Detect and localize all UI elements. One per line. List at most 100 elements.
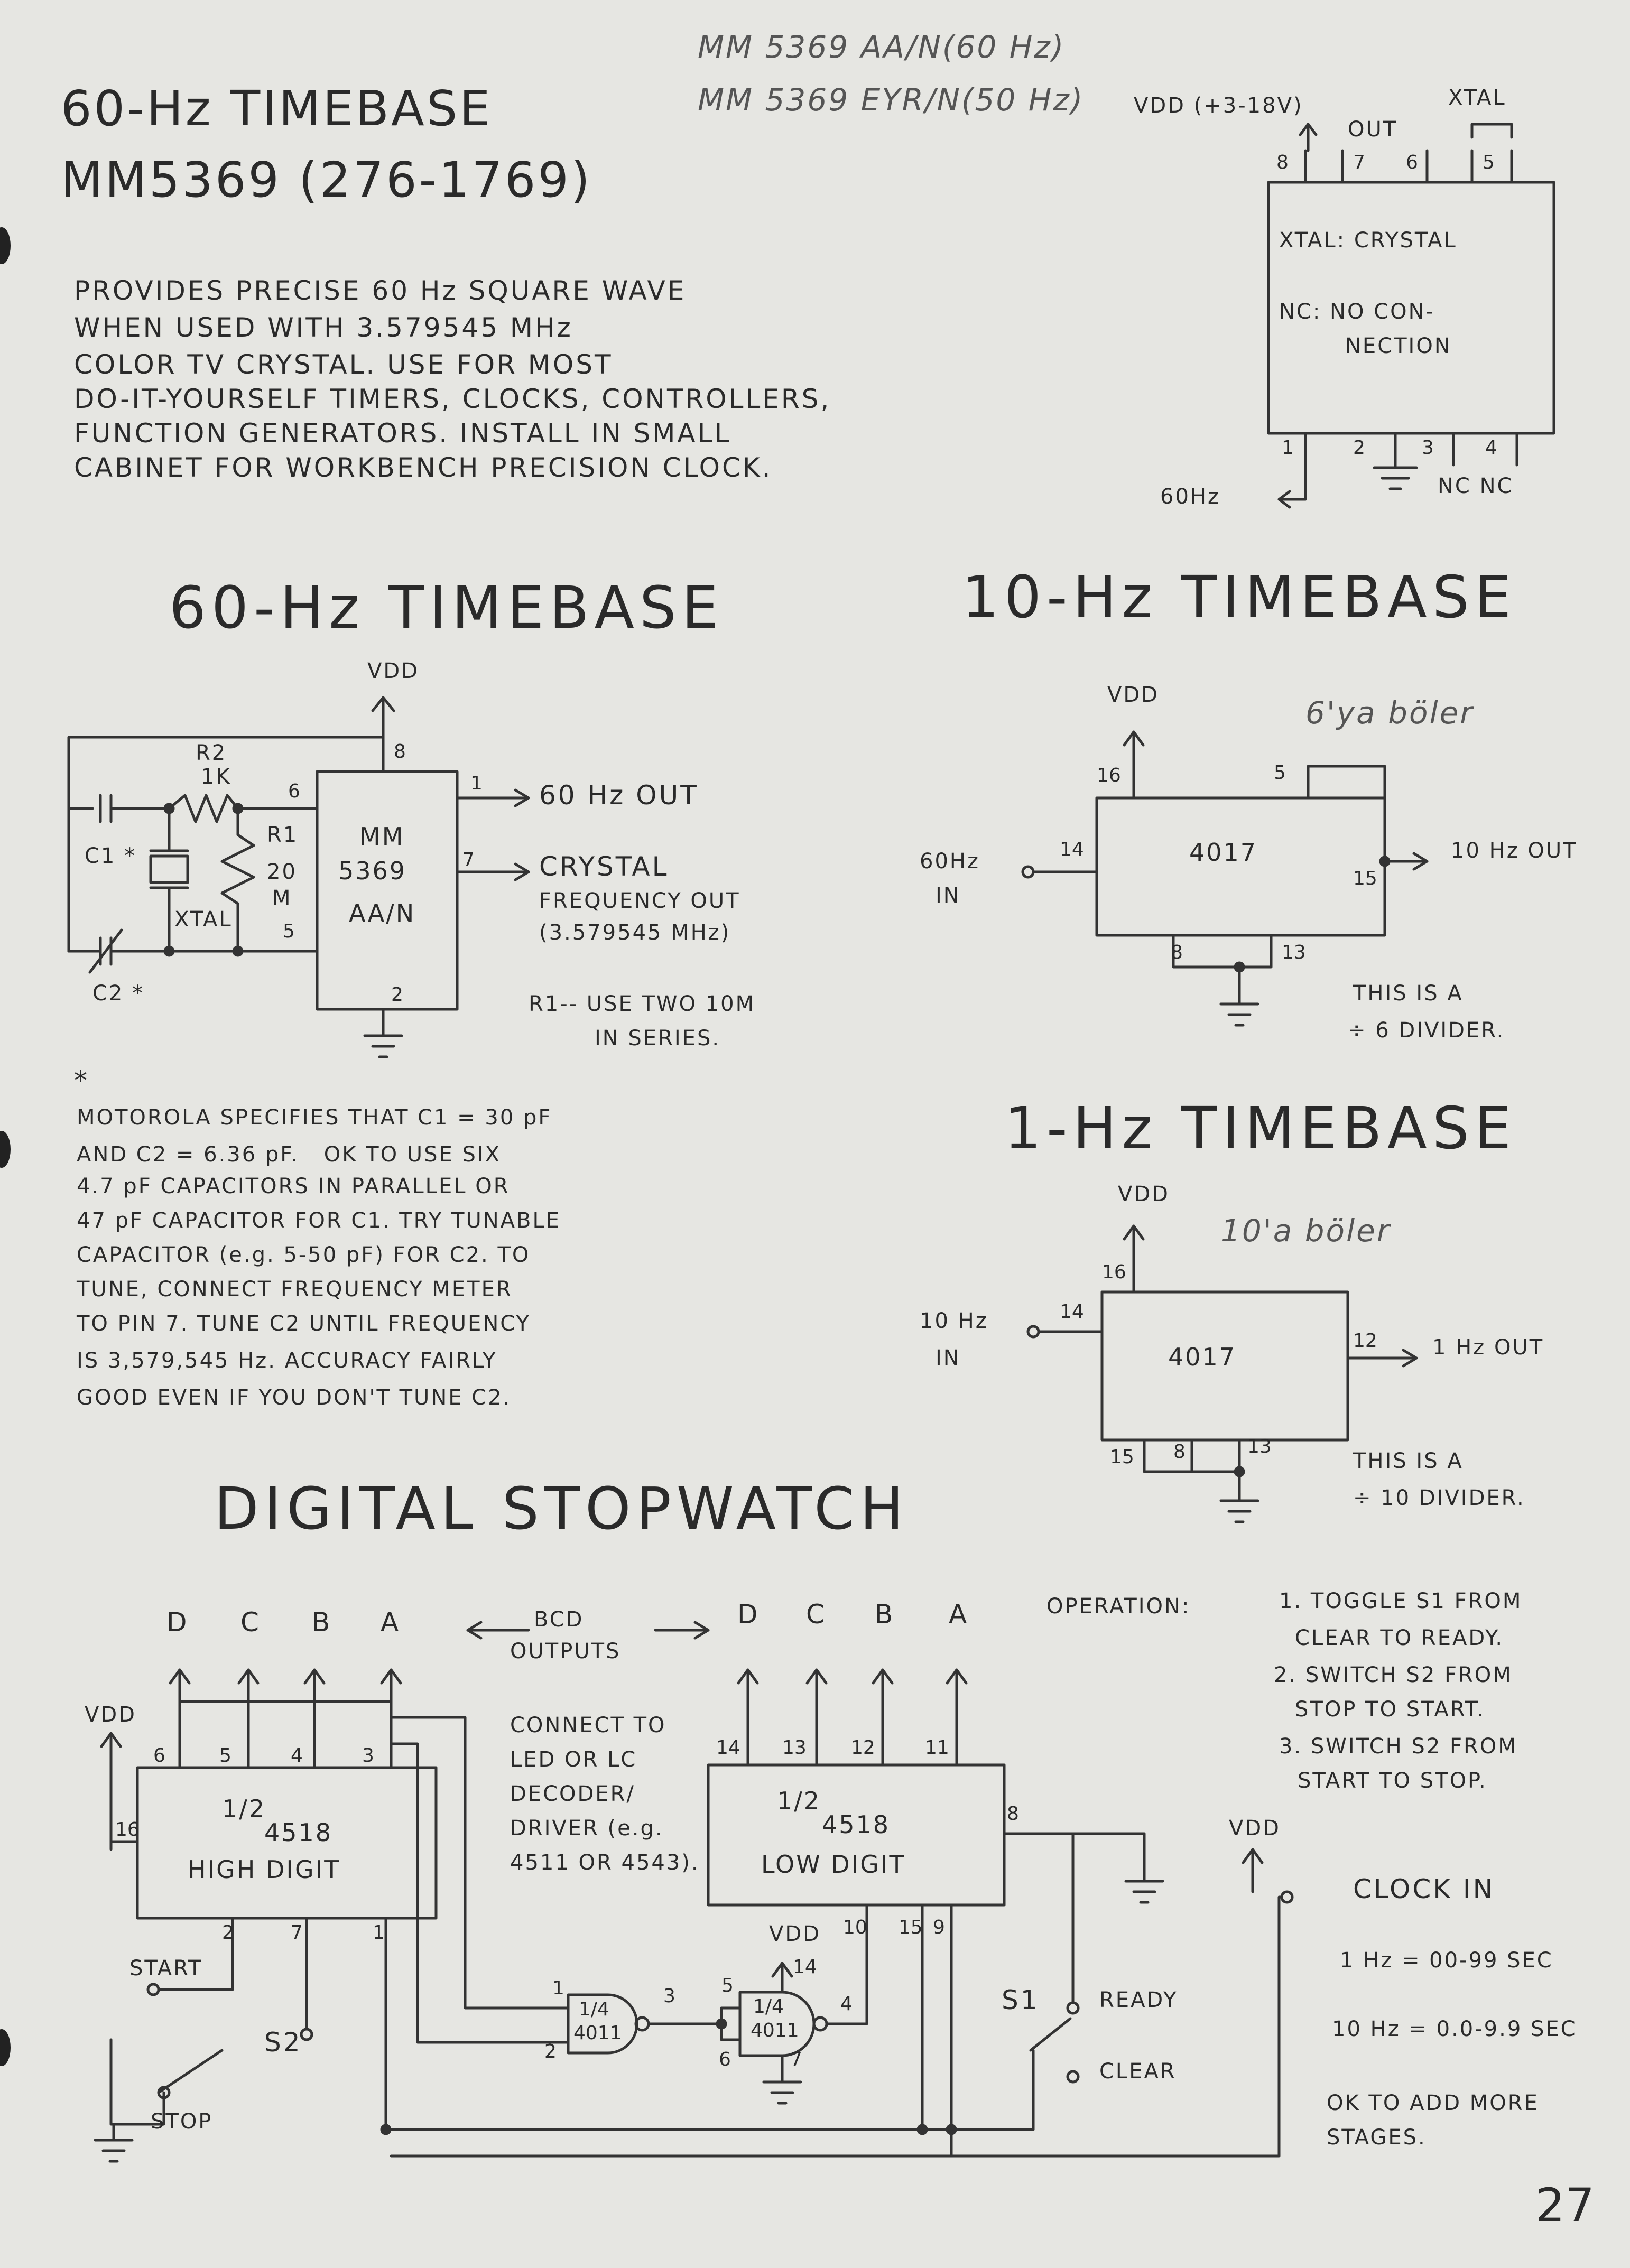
r2-label: R2: [196, 741, 227, 765]
mm5369-ic-body: [316, 770, 459, 1011]
timebase60-pin1: 1: [470, 773, 483, 794]
add-stages-line2: STAGES.: [1327, 2125, 1427, 2150]
notes-line5: CAPACITOR (e.g. 5-50 pF) FOR C2. TO: [77, 1243, 531, 1267]
operation-line6: START TO STOP.: [1298, 1769, 1487, 1793]
low-pin14: 14: [716, 1737, 740, 1759]
ready-label: READY: [1099, 1988, 1178, 2012]
timebase10-in1: 60Hz: [920, 849, 980, 873]
gate2-label1: 1/4: [753, 1996, 784, 2018]
timebase1-pin15: 15: [1110, 1446, 1134, 1468]
high-out-a: A: [381, 1607, 401, 1638]
description-line6: CABINET FOR WORKBENCH PRECISION CLOCK.: [74, 452, 773, 483]
timebase1-note2: ÷ 10 DIVIDER.: [1353, 1486, 1525, 1510]
timebase10-pencil: 6'ya böler: [1305, 695, 1475, 731]
connect-line3: DECODER/: [510, 1782, 635, 1806]
timebase1-pin8: 8: [1173, 1441, 1186, 1463]
timebase10-pin8: 8: [1171, 942, 1183, 963]
add-stages-line1: OK TO ADD MORE: [1327, 2091, 1539, 2115]
operation-line2: CLEAR TO READY.: [1295, 1626, 1504, 1650]
high-chip-label1: 1/2: [222, 1795, 266, 1823]
header-title-line2: MM5369 (276-1769): [61, 152, 592, 208]
notes-line1: MOTOROLA SPECIFIES THAT C1 = 30 pF: [77, 1105, 552, 1130]
pinout-pin4: 4: [1485, 437, 1497, 459]
crystal-out-line3: (3.579545 MHz): [539, 921, 731, 945]
high-out-d: D: [166, 1607, 189, 1638]
low-out-a: A: [949, 1599, 969, 1630]
timebase60-pin2: 2: [391, 984, 403, 1006]
stopwatch-vdd-left: VDD: [85, 1703, 136, 1727]
gate1-pin3: 3: [663, 1985, 675, 2007]
r1-value-1: 20: [267, 860, 297, 884]
start-label: START: [129, 1956, 203, 1981]
mm5369-chip-label3: AA/N: [349, 899, 416, 927]
pinout-legend-xtal: XTAL: CRYSTAL: [1279, 228, 1457, 253]
timebase10-in2: IN: [936, 884, 961, 908]
c1-label: C1 *: [85, 844, 137, 868]
timebase10-pin5: 5: [1274, 762, 1286, 784]
operation-line1: 1. TOGGLE S1 FROM: [1279, 1589, 1523, 1613]
timebase10-out: 10 Hz OUT: [1451, 839, 1578, 863]
description-line1: PROVIDES PRECISE 60 Hz SQUARE WAVE: [74, 275, 687, 306]
timebase10-note1: THIS IS A: [1353, 981, 1464, 1006]
operation-line3: 2. SWITCH S2 FROM: [1274, 1663, 1513, 1687]
notes-line8: IS 3,579,545 Hz. ACCURACY FAIRLY: [77, 1349, 497, 1373]
timebase60-title: 60-Hz TIMEBASE: [169, 574, 724, 642]
stopwatch-vdd-mid: VDD: [769, 1922, 821, 1946]
timebase1-vdd: VDD: [1118, 1182, 1170, 1206]
timebase1-chip: 4017: [1168, 1343, 1237, 1371]
low-pin11: 11: [925, 1737, 949, 1759]
notes-line7: TO PIN 7. TUNE C2 UNTIL FREQUENCY: [77, 1312, 531, 1336]
timebase10-chip: 4017: [1189, 838, 1258, 867]
pinout-pin6: 6: [1406, 152, 1418, 173]
high-chip-label3: HIGH DIGIT: [188, 1855, 341, 1884]
pinout-vdd: VDD (+3-18V): [1134, 94, 1303, 118]
pinout-legend-nc1: NC: NO CON-: [1279, 300, 1435, 324]
s1-label: S1: [1002, 1985, 1040, 2015]
rate-10hz: 10 Hz = 0.0-9.9 SEC: [1332, 2017, 1577, 2041]
gate2-pin4: 4: [840, 1993, 853, 2015]
low-chip-label3: LOW DIGIT: [761, 1850, 906, 1879]
pencil-note-line2: MM 5369 EYR/N(50 Hz): [698, 82, 1085, 118]
high-pin6: 6: [153, 1745, 165, 1767]
gate2-pin14: 14: [793, 1956, 817, 1978]
high-pin7: 7: [291, 1922, 303, 1944]
high-pin2: 2: [222, 1922, 234, 1944]
timebase60-pin5: 5: [283, 921, 295, 942]
gate1-label2: 4011: [573, 2022, 622, 2044]
timebase10-pin14: 14: [1060, 839, 1084, 860]
low-chip-label1: 1/2: [777, 1787, 821, 1815]
timebase10-vdd: VDD: [1107, 683, 1159, 707]
connect-line5: 4511 OR 4543).: [510, 1851, 700, 1875]
gate2-label2: 4011: [751, 2020, 799, 2041]
pinout-pin3: 3: [1422, 437, 1434, 459]
operation-title: OPERATION:: [1046, 1594, 1191, 1619]
pinout-60hz-out: 60Hz: [1160, 485, 1220, 509]
high-pin3: 3: [362, 1745, 374, 1767]
pinout-pin8: 8: [1276, 152, 1289, 173]
notes-line4: 47 pF CAPACITOR FOR C1. TRY TUNABLE: [77, 1209, 561, 1233]
gate1-pin2: 2: [544, 2041, 557, 2062]
high-out-b: B: [312, 1607, 332, 1638]
notes-line6: TUNE, CONNECT FREQUENCY METER: [77, 1277, 513, 1302]
pinout-pin1: 1: [1282, 437, 1294, 459]
high-pin1: 1: [373, 1922, 385, 1944]
pinout-xtal-label: XTAL: [1448, 86, 1506, 110]
pinout-nc-labels: NC NC: [1438, 474, 1514, 498]
timebase1-in2: IN: [936, 1346, 961, 1370]
timebase60-pin8: 8: [394, 741, 406, 763]
s2-label: S2: [264, 2027, 302, 2058]
low-pin13: 13: [782, 1737, 807, 1759]
high-pin4: 4: [291, 1745, 303, 1767]
pinout-pin7: 7: [1353, 152, 1365, 173]
mm5369-chip-label1: MM: [359, 822, 405, 851]
description-line2: WHEN USED WITH 3.579545 MHz: [74, 312, 573, 343]
c2-label: C2 *: [92, 981, 145, 1006]
gate1-pin1: 1: [552, 1977, 564, 1999]
low-out-b: B: [875, 1599, 895, 1630]
pinout-pin5: 5: [1483, 152, 1495, 173]
description-line4: DO-IT-YOURSELF TIMERS, CLOCKS, CONTROLLE…: [74, 384, 831, 414]
timebase1-note1: THIS IS A: [1353, 1449, 1464, 1473]
gate2-pin5: 5: [721, 1975, 734, 1996]
